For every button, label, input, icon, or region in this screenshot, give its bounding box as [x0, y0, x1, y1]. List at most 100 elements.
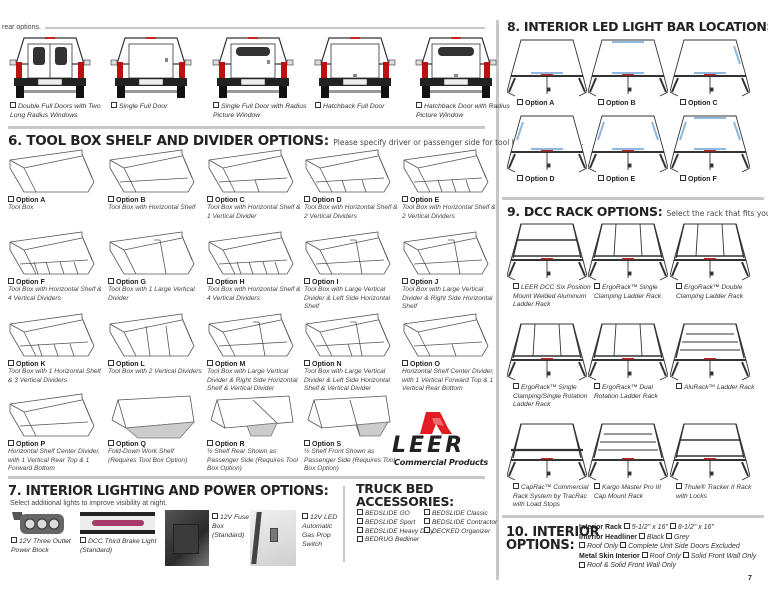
checkbox[interactable]: [108, 196, 114, 203]
truckbed-option[interactable]: DECKED Organizer: [424, 526, 497, 537]
led-option[interactable]: Option C: [670, 36, 752, 107]
led-option[interactable]: Option A: [507, 36, 589, 107]
checkbox[interactable]: [357, 509, 363, 516]
checkbox[interactable]: [598, 175, 604, 182]
rack-opt-1[interactable]: 5-1/2" x 16": [623, 523, 668, 531]
checkbox[interactable]: [207, 440, 213, 447]
checkbox[interactable]: [594, 483, 600, 490]
checkbox[interactable]: [680, 99, 686, 106]
led-option[interactable]: Option D: [507, 112, 589, 183]
rack-option[interactable]: Kargo Master Pro III Cap Mount Rack: [588, 420, 672, 501]
led-option[interactable]: Option B: [588, 36, 670, 107]
checkbox[interactable]: [302, 513, 308, 520]
checkbox[interactable]: [402, 196, 408, 203]
checkbox[interactable]: [80, 537, 86, 544]
checkbox[interactable]: [594, 283, 600, 290]
checkbox[interactable]: [8, 278, 14, 285]
rack-option[interactable]: ErgoRack™ Double Clamping Ladder Rack: [670, 220, 754, 301]
metal-front-wall[interactable]: Solid Front Wall Only: [682, 551, 756, 560]
truckbed-option[interactable]: BEDSLIDE Contractor: [424, 518, 497, 528]
checkbox[interactable]: [416, 102, 422, 109]
truckbed-option[interactable]: BEDSLIDE GO: [357, 509, 434, 519]
rack-option[interactable]: Thule® Tracker II Rack with Locks: [670, 420, 754, 501]
truckbed-option[interactable]: BEDSLIDE Classic: [424, 509, 497, 519]
checkbox[interactable]: [11, 537, 17, 544]
rear-option[interactable]: Single Full Door: [103, 34, 199, 111]
rear-option[interactable]: Double Full Doors with Two Long Radius W…: [2, 34, 101, 120]
truckbed-option[interactable]: BEDSLIDE Sport: [357, 518, 434, 528]
checkbox[interactable]: [517, 99, 523, 106]
checkbox[interactable]: [513, 483, 519, 490]
checkbox[interactable]: [304, 360, 310, 367]
truckbed-option[interactable]: BEDRUG Bedliner: [357, 535, 434, 545]
checkbox[interactable]: [424, 526, 430, 533]
rear-option[interactable]: Hatchback Full Door: [307, 34, 403, 111]
gas-prop-switch-option[interactable]: 12V LED Automatic Gas Prop Switch: [302, 513, 338, 548]
truckbed-option[interactable]: BEDSLIDE Heavy Duty: [357, 526, 434, 537]
checkbox[interactable]: [207, 360, 213, 367]
checkbox[interactable]: [8, 196, 14, 203]
checkbox[interactable]: [108, 440, 114, 447]
checkbox[interactable]: [108, 360, 114, 367]
checkbox[interactable]: [598, 99, 604, 106]
checkbox[interactable]: [357, 518, 363, 525]
rear-option[interactable]: Single Full Door with Radius Picture Win…: [205, 34, 306, 120]
checkbox[interactable]: [357, 526, 363, 533]
checkbox[interactable]: [212, 513, 218, 520]
rack-option[interactable]: ErgoRack™ Single Clamping Ladder Rack: [588, 220, 672, 301]
headliner-black[interactable]: Black: [638, 532, 664, 541]
checkbox[interactable]: [680, 175, 686, 182]
metal-roof-only[interactable]: Roof Only: [641, 551, 681, 560]
checkbox[interactable]: [304, 440, 310, 447]
checkbox[interactable]: [676, 383, 682, 390]
checkbox[interactable]: [676, 483, 682, 490]
rack-opt-2[interactable]: 8-1/2" x 16": [669, 523, 714, 531]
checkbox[interactable]: [402, 278, 408, 285]
checkbox[interactable]: [213, 102, 219, 109]
checkbox[interactable]: [517, 175, 523, 182]
rack-option[interactable]: CapRac™ Commercial Rack System by TracRa…: [507, 420, 591, 510]
headliner-roof-only[interactable]: Roof Only: [579, 542, 618, 550]
rack-option[interactable]: AluRack™ Ladder Rack: [670, 320, 754, 393]
checkbox[interactable]: [207, 278, 213, 285]
checkbox[interactable]: [424, 509, 430, 516]
metal-roof-front-wall[interactable]: Roof & Solid Front Wall Only: [579, 561, 676, 569]
headliner-grey[interactable]: Grey: [666, 532, 689, 541]
brake-light-option[interactable]: DCC Third Brake Light (Standard): [80, 537, 157, 554]
checkbox[interactable]: [357, 535, 363, 542]
checkbox[interactable]: [304, 196, 310, 203]
rack-option[interactable]: LEER DCC Six Position Mount Welded Alumi…: [507, 220, 591, 310]
checkbox[interactable]: [513, 283, 519, 290]
checkbox[interactable]: [8, 360, 14, 367]
checkbox[interactable]: [402, 360, 408, 367]
led-option[interactable]: Option F: [670, 112, 752, 183]
checkbox[interactable]: [111, 102, 117, 109]
checkbox[interactable]: [594, 383, 600, 390]
fuse-box-option[interactable]: 12V Fuse Box (Standard): [212, 513, 250, 539]
checkbox[interactable]: [513, 383, 519, 390]
checkbox[interactable]: [676, 283, 682, 290]
checkbox[interactable]: [10, 102, 16, 109]
checkbox[interactable]: [108, 278, 114, 285]
checkbox[interactable]: [424, 518, 430, 525]
rack-option[interactable]: ErgoRack™ Single Clamping/Single Rotatio…: [507, 320, 591, 410]
rear-option[interactable]: Hatchback Door with Radius Picture Windo…: [408, 34, 510, 120]
rack-option[interactable]: ErgoRack™ Dual Rotation Ladder Rack: [588, 320, 672, 401]
checkbox[interactable]: [315, 102, 321, 109]
headliner-complete-unit[interactable]: Complete Unit Side Doors Excluded: [620, 542, 740, 550]
